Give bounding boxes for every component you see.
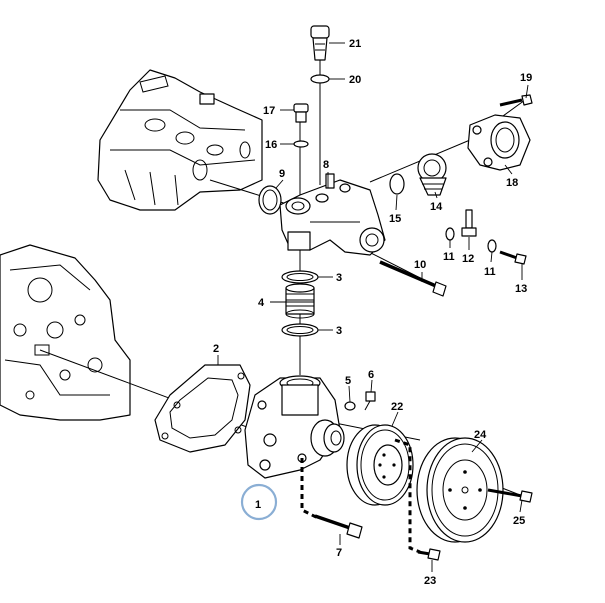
label-part-12[interactable]: 12 bbox=[462, 253, 474, 265]
part-8-thermostat-housing bbox=[279, 173, 386, 256]
part-20-washer bbox=[310, 74, 330, 84]
part-19-bolt bbox=[499, 94, 533, 107]
label-part-14[interactable]: 14 bbox=[430, 201, 443, 213]
label-part-5[interactable]: 5 bbox=[345, 375, 351, 387]
label-part-8[interactable]: 8 bbox=[323, 159, 329, 171]
part-11-washer-a bbox=[445, 227, 455, 241]
label-part-6[interactable]: 6 bbox=[368, 369, 374, 381]
label-part-23[interactable]: 23 bbox=[424, 575, 436, 587]
label-part-11-a[interactable]: 11 bbox=[443, 251, 455, 263]
label-part-3-upper[interactable]: 3 bbox=[336, 272, 342, 284]
label-part-18[interactable]: 18 bbox=[506, 177, 518, 189]
label-part-13[interactable]: 13 bbox=[515, 283, 527, 295]
part-1-water-pump bbox=[244, 375, 345, 479]
part-18-thermostat-cover bbox=[467, 114, 531, 171]
highlight-callout-circle bbox=[240, 483, 278, 521]
part-15-o-ring bbox=[389, 173, 405, 195]
label-part-1[interactable]: 1 bbox=[255, 499, 261, 511]
part-23-bolt bbox=[417, 548, 441, 561]
label-part-4[interactable]: 4 bbox=[258, 297, 265, 309]
part-6-bolt bbox=[364, 391, 376, 411]
part-22-pulley bbox=[346, 424, 414, 506]
part-10-long-bolt bbox=[379, 260, 447, 297]
label-part-20[interactable]: 20 bbox=[349, 74, 361, 86]
label-part-15[interactable]: 15 bbox=[389, 213, 401, 225]
dashed-assembly-paths bbox=[300, 438, 421, 554]
part-2-gasket bbox=[154, 364, 251, 453]
part-14-thermostat bbox=[417, 153, 447, 196]
part-21-sensor bbox=[310, 25, 330, 61]
label-part-3-lower[interactable]: 3 bbox=[336, 325, 342, 337]
label-part-7[interactable]: 7 bbox=[336, 547, 342, 559]
part-11-washer-b bbox=[487, 239, 497, 253]
part-4-connecting-pipe bbox=[285, 283, 315, 319]
label-part-10[interactable]: 10 bbox=[414, 259, 426, 271]
part-number-labels: 1 2 3 4 3 5 6 7 8 9 10 11 12 11 13 14 15… bbox=[213, 38, 532, 587]
label-part-19[interactable]: 19 bbox=[520, 72, 532, 84]
label-part-16[interactable]: 16 bbox=[265, 139, 277, 151]
part-12-nipple bbox=[461, 209, 477, 237]
label-part-22[interactable]: 22 bbox=[391, 401, 403, 413]
part-16-seal bbox=[293, 140, 309, 148]
label-part-9[interactable]: 9 bbox=[279, 168, 285, 180]
part-7-bolt bbox=[314, 514, 363, 539]
part-13-bolt bbox=[499, 250, 527, 265]
part-25-bolt bbox=[487, 488, 533, 503]
label-part-17[interactable]: 17 bbox=[263, 105, 275, 117]
part-5-washer bbox=[344, 401, 356, 411]
part-17-plug bbox=[293, 103, 309, 123]
cylinder-head-outline bbox=[97, 69, 263, 211]
label-part-2[interactable]: 2 bbox=[213, 343, 219, 355]
engine-block-outline bbox=[0, 244, 131, 421]
label-part-25[interactable]: 25 bbox=[513, 515, 525, 527]
label-part-11-b[interactable]: 11 bbox=[484, 266, 496, 278]
label-part-24[interactable]: 24 bbox=[474, 429, 487, 441]
label-part-21[interactable]: 21 bbox=[349, 38, 361, 50]
label-leaders bbox=[217, 42, 529, 572]
